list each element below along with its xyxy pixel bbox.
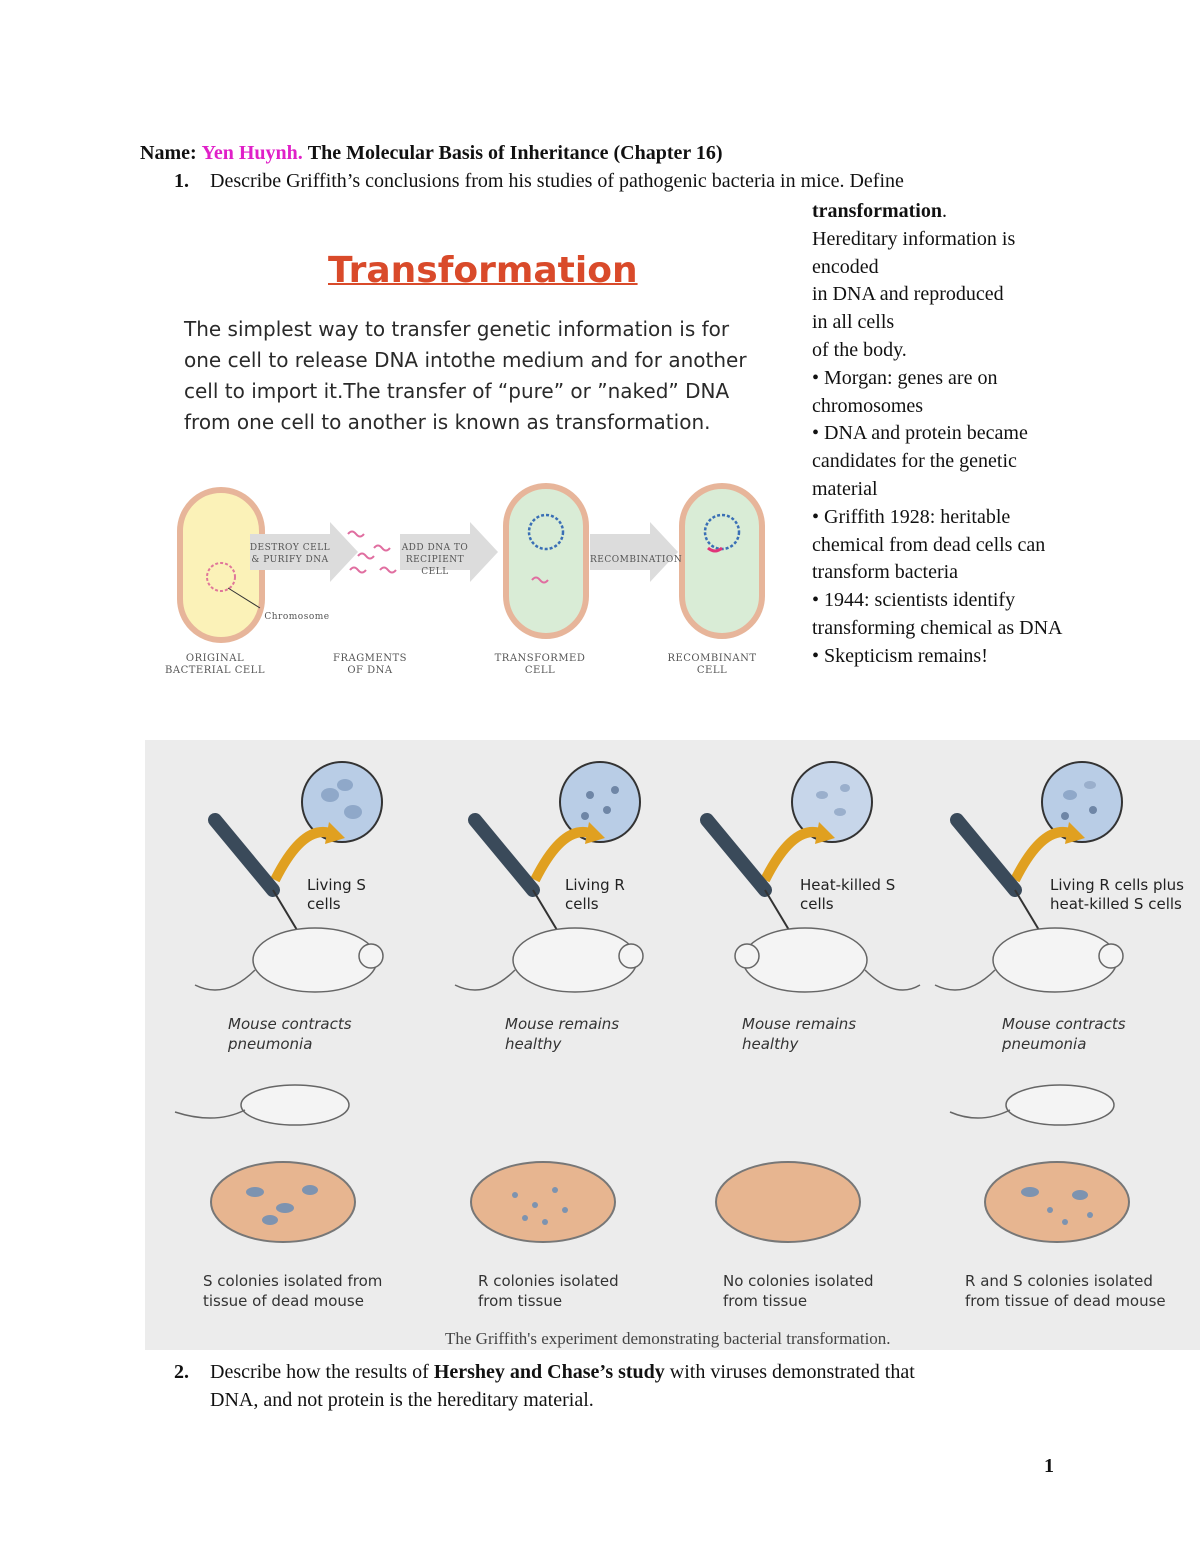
syringe-icon bbox=[700, 813, 772, 897]
result-label: No colonies isolated from tissue bbox=[723, 1272, 874, 1310]
figure-description: The simplest way to transfer genetic inf… bbox=[184, 317, 747, 434]
chromosome-label: Chromosome bbox=[264, 612, 330, 622]
mouse-icon bbox=[252, 927, 378, 993]
question-1-text: Describe Griffith’s conclusions from his… bbox=[210, 170, 904, 192]
note-line: • Morgan: genes are on chromosomes bbox=[812, 366, 998, 417]
note-line: • Skepticism remains! bbox=[812, 644, 988, 667]
panel-4 bbox=[934, 761, 1130, 1243]
chromosome-icon bbox=[527, 513, 565, 551]
question-2-text-after: with viruses demonstrated that bbox=[664, 1361, 915, 1383]
panel-3 bbox=[700, 761, 921, 1243]
student-name: Yen Huynh bbox=[201, 142, 298, 164]
outcome-label: Mouse contracts pneumonia bbox=[228, 1015, 352, 1053]
cell-sample-icon bbox=[1041, 761, 1123, 843]
stage-label: FRAGMENTS OF DNA bbox=[333, 653, 407, 676]
griffith-experiment-figure: Living S cells Living R cells Heat-kille… bbox=[145, 740, 1200, 1350]
injection-label: Living S cells bbox=[307, 876, 366, 913]
cell-sample-icon bbox=[301, 761, 383, 843]
cell-sample-icon bbox=[559, 761, 641, 843]
note-line: in all cells bbox=[812, 311, 895, 334]
petri-dish-icon bbox=[470, 1161, 616, 1243]
question-1: 1. Describe Griffith’s conclusions from h… bbox=[174, 170, 904, 193]
note-line: • Griffith 1928: heritable chemical from… bbox=[812, 505, 1046, 584]
stage-label: ORIGINAL BACTERIAL CELL bbox=[165, 653, 265, 676]
note-line: • 1944: scientists identify transforming… bbox=[812, 589, 1063, 639]
note-line: encoded bbox=[812, 255, 879, 278]
recombinant-cell bbox=[679, 483, 765, 639]
outcome-label: Mouse remains healthy bbox=[742, 1015, 857, 1053]
result-label: R and S colonies isolated from tissue of… bbox=[965, 1272, 1166, 1310]
question-2-text: Describe how the results of bbox=[210, 1361, 434, 1383]
stage-label: TRANSFORMED CELL bbox=[494, 653, 586, 676]
name-label: Name: bbox=[140, 142, 197, 164]
petri-dish-icon bbox=[984, 1161, 1130, 1243]
mouse-icon bbox=[512, 927, 638, 993]
note-line: • DNA and protein became candidates for … bbox=[812, 422, 1028, 500]
header-line: Name: Yen Huynh. The Molecular Basis of … bbox=[140, 142, 723, 164]
page-number: 1 bbox=[1044, 1455, 1054, 1477]
injection-label: Living R cells bbox=[565, 876, 625, 913]
injection-label: Heat-killed S cells bbox=[800, 876, 896, 913]
stage-label: RECOMBINANT CELL bbox=[667, 653, 757, 676]
outcome-label: Mouse remains healthy bbox=[505, 1015, 620, 1053]
syringe-icon bbox=[950, 813, 1022, 897]
note-line: Hereditary information is bbox=[812, 227, 1016, 250]
document-title: The Molecular Basis of Inheritance (Chap… bbox=[307, 142, 723, 164]
result-label: S colonies isolated from tissue of dead … bbox=[203, 1272, 383, 1310]
note-line: in DNA and reproduced bbox=[812, 283, 1004, 306]
arrow-label: RECOMBINATION bbox=[590, 555, 683, 565]
figure-title: Transformation bbox=[328, 250, 638, 291]
dead-mouse-icon bbox=[1005, 1084, 1115, 1126]
term-transformation: transformation bbox=[812, 200, 942, 222]
chromosome-icon bbox=[206, 562, 236, 592]
arrow-icon bbox=[590, 522, 678, 582]
dead-mouse-icon bbox=[240, 1084, 350, 1126]
arrow-icon bbox=[400, 522, 498, 582]
arrow-icon bbox=[250, 522, 358, 582]
question-2: 2. Describe how the results of Hershey an… bbox=[174, 1358, 1074, 1414]
note-line: of the body. bbox=[812, 338, 907, 361]
transformed-cell bbox=[503, 483, 589, 639]
griffith-diagram bbox=[174, 761, 1130, 1243]
question-2-line-2: DNA, and not protein is the hereditary m… bbox=[210, 1389, 594, 1411]
question-2-number: 2. bbox=[174, 1361, 189, 1383]
outcome-label: Mouse contracts pneumonia bbox=[1002, 1015, 1126, 1053]
arrow-label: ADD DNA TO RECIPIENT CELL bbox=[401, 543, 469, 577]
syringe-icon bbox=[208, 813, 280, 897]
petri-dish-icon bbox=[210, 1161, 356, 1243]
petri-dish-icon bbox=[715, 1161, 861, 1243]
panel-2 bbox=[454, 761, 644, 1243]
transformation-figure: Transformation The simplest way to trans… bbox=[160, 232, 780, 702]
answer-notes: transformation. Hereditary information i… bbox=[812, 198, 1082, 671]
mouse-icon bbox=[992, 927, 1118, 993]
question-1-number: 1. bbox=[174, 170, 189, 192]
panel-1 bbox=[174, 761, 384, 1243]
question-2-highlight: Hershey and Chase’s study bbox=[433, 1361, 665, 1383]
figure-caption: The Griffith's experiment demonstrating … bbox=[445, 1329, 891, 1348]
result-label: R colonies isolated from tissue bbox=[478, 1272, 619, 1310]
syringe-icon bbox=[468, 813, 540, 897]
transformation-diagram bbox=[177, 483, 765, 643]
cell-sample-icon bbox=[791, 761, 873, 843]
injection-label: Living R cells plus heat-killed S cells bbox=[1050, 876, 1184, 913]
mouse-icon bbox=[742, 927, 868, 993]
arrow-label: DESTROY CELL & PURIFY DNA bbox=[249, 543, 331, 565]
